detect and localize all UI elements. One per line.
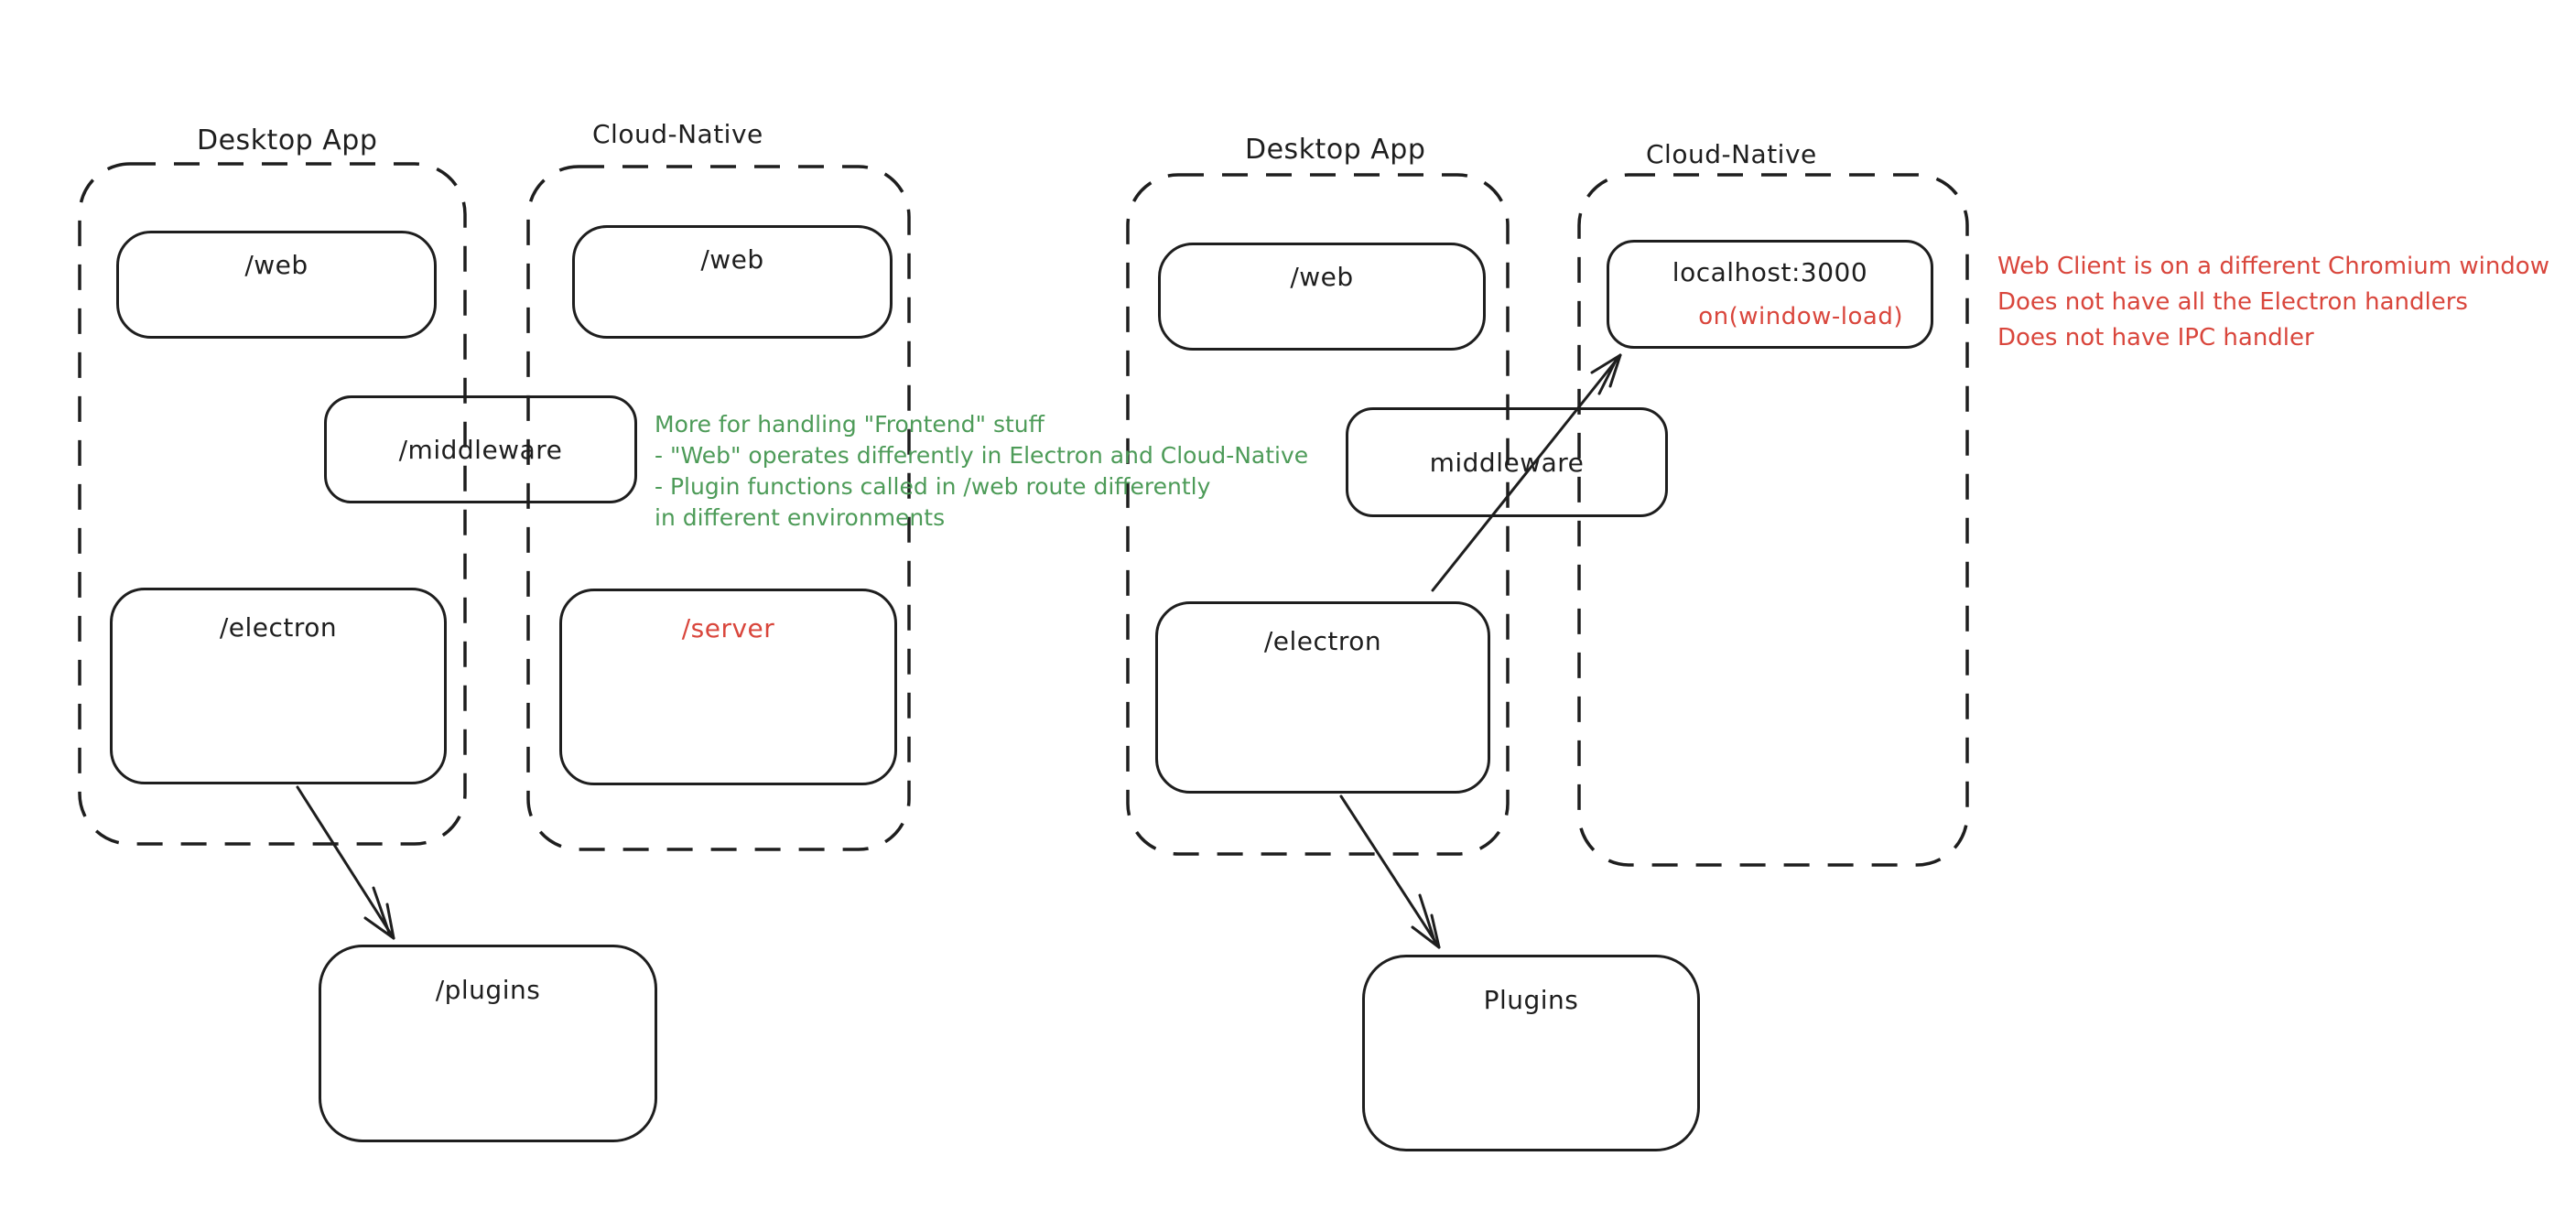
node-electron-right: /electron xyxy=(1155,601,1490,794)
node-middleware-left: /middleware xyxy=(324,395,637,503)
node-electron-right-label: /electron xyxy=(1263,626,1382,656)
node-electron-left-label: /electron xyxy=(219,612,338,643)
node-web-left-cloud: /web xyxy=(572,225,893,339)
node-web-right-label: /web xyxy=(1290,262,1354,292)
node-electron-left: /electron xyxy=(110,588,447,784)
left-cloud-title: Cloud-Native xyxy=(592,119,763,149)
green-annotation: More for handling "Frontend" stuff - "We… xyxy=(655,409,1308,534)
node-plugins-right: Plugins xyxy=(1362,955,1700,1151)
node-middleware-right: middleware xyxy=(1346,407,1668,517)
node-server-left-label: /server xyxy=(681,613,775,643)
green-annotation-line-2: - "Web" operates differently in Electron… xyxy=(655,442,1309,469)
node-web-left-desktop-label: /web xyxy=(244,250,308,280)
node-web-right: /web xyxy=(1158,243,1486,351)
node-middleware-left-label: /middleware xyxy=(398,434,563,465)
left-desktop-title: Desktop App xyxy=(197,124,378,157)
node-web-left-cloud-label: /web xyxy=(700,244,764,275)
red-annotation-line-1: Web Client is on a different Chromium wi… xyxy=(1997,253,2549,280)
node-middleware-right-label: middleware xyxy=(1429,447,1585,478)
node-localhost-window-load-label: on(window-load) xyxy=(1698,303,1903,330)
red-annotation-line-2: Does not have all the Electron handlers xyxy=(1997,288,2468,316)
red-annotation-line-3: Does not have IPC handler xyxy=(1997,324,2314,351)
node-localhost-label: localhost:3000 xyxy=(1672,257,1868,287)
green-annotation-line-1: More for handling "Frontend" stuff xyxy=(655,411,1044,438)
node-localhost: localhost:3000 on(window-load) xyxy=(1607,240,1933,349)
node-plugins-left-label: /plugins xyxy=(435,975,541,1005)
green-annotation-line-4: in different environments xyxy=(655,504,946,531)
arrow-electron-to-plugins-left xyxy=(296,785,395,940)
node-server-left: /server xyxy=(559,589,897,785)
arrow-electron-to-plugins-right xyxy=(1339,794,1441,949)
red-annotation: Web Client is on a different Chromium wi… xyxy=(1997,249,2549,356)
node-web-left-desktop: /web xyxy=(116,231,437,339)
green-annotation-line-3: - Plugin functions called in /web route … xyxy=(655,473,1211,500)
right-cloud-title: Cloud-Native xyxy=(1646,139,1817,169)
node-plugins-left: /plugins xyxy=(319,945,657,1142)
right-desktop-title: Desktop App xyxy=(1245,134,1426,166)
node-plugins-right-label: Plugins xyxy=(1483,985,1579,1015)
